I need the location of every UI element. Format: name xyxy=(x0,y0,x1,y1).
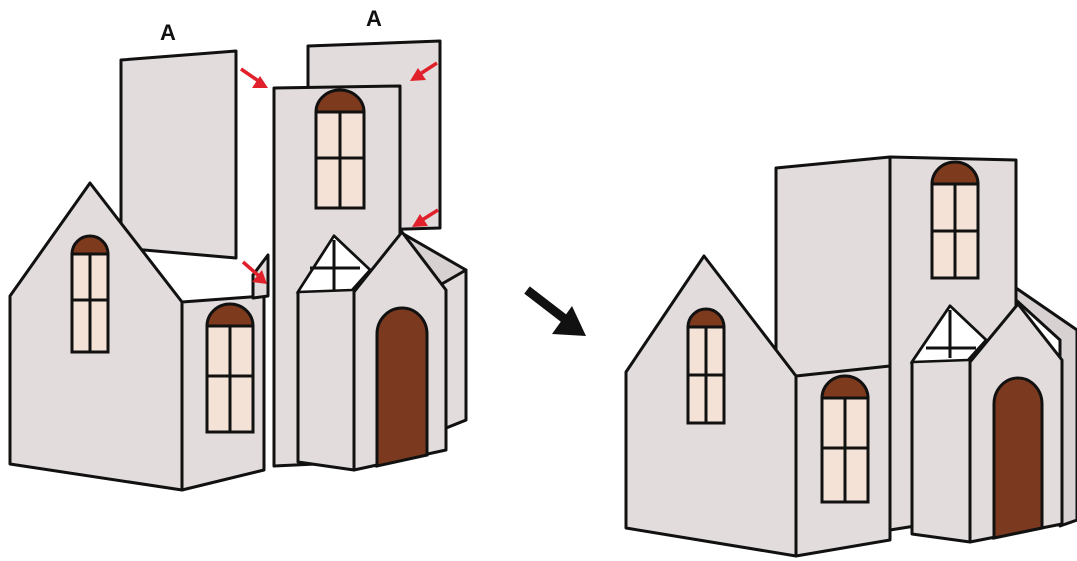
assembled-view xyxy=(624,155,1077,558)
gable-window-assembled xyxy=(686,307,726,425)
black-diagonal-arrow-icon xyxy=(524,286,586,336)
panel-label-a-left: A xyxy=(160,20,176,45)
tower-window-assembled xyxy=(930,160,980,280)
floating-panel-a-left xyxy=(119,49,238,260)
porch-left xyxy=(295,230,448,472)
red-arrow-icon xyxy=(241,260,267,284)
exploded-view: A A xyxy=(8,6,468,492)
porch-assembled xyxy=(909,302,1064,544)
panel-label-a-right: A xyxy=(366,6,382,31)
gable-window xyxy=(70,234,110,354)
red-arrow-icon xyxy=(240,67,268,88)
side-window-assembled xyxy=(820,374,870,504)
red-arrow-icon xyxy=(412,208,439,227)
main-house-assembled xyxy=(624,254,892,558)
side-window xyxy=(205,302,255,434)
tower-window xyxy=(314,88,366,210)
red-arrow-icon xyxy=(410,61,438,81)
